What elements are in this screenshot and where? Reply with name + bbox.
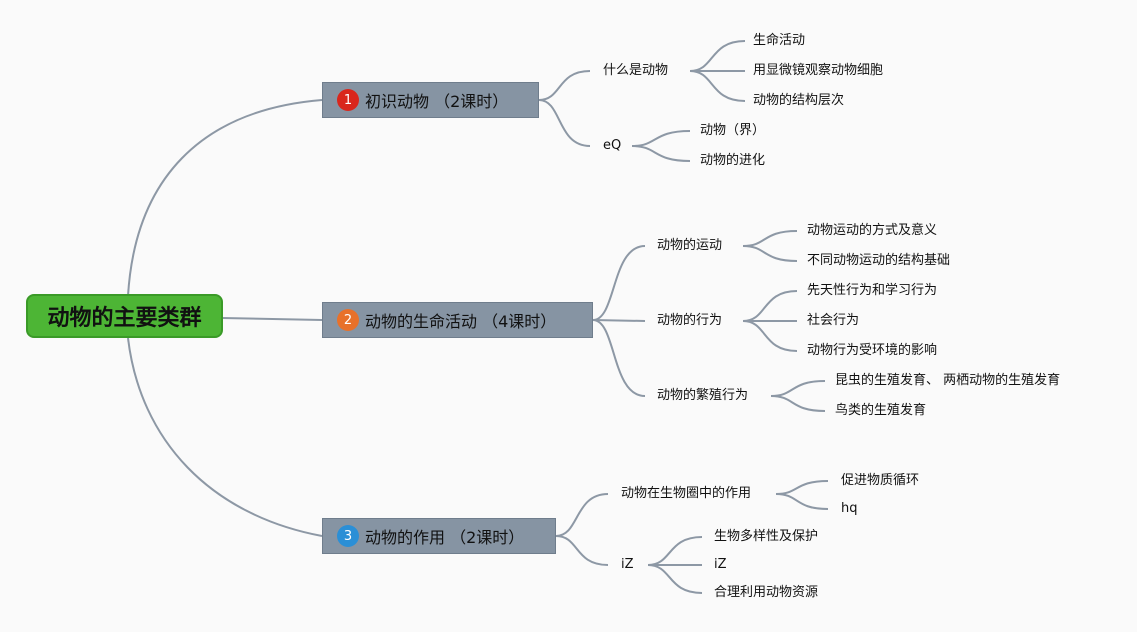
- root-connector-1: [127, 99, 323, 297]
- leaf-1-2-1[interactable]: 动物（界）: [700, 123, 766, 138]
- leaf-3-2-3[interactable]: 合理利用动物资源: [714, 585, 819, 600]
- connector-1-2: [538, 99, 591, 147]
- leaf-2-2-1[interactable]: 先天性行为和学习行为: [807, 283, 938, 298]
- subtopic-1-1[interactable]: 什么是动物: [603, 63, 669, 78]
- connector-1-2-2: [631, 145, 691, 162]
- leaf-2-1-2[interactable]: 不同动物运动的结构基础: [807, 253, 951, 268]
- connector-3-1-1: [775, 480, 829, 495]
- root-connector-2: [221, 317, 323, 321]
- connector-2-3-1: [770, 380, 826, 397]
- leaf-3-2-2[interactable]: iZ: [714, 557, 727, 572]
- subtopic-2-3[interactable]: 动物的繁殖行为: [657, 388, 749, 403]
- subtopic-2-1[interactable]: 动物的运动: [657, 238, 723, 253]
- number-badge-2: 2: [337, 309, 359, 331]
- number-badge-1: 1: [337, 89, 359, 111]
- leaf-1-1-3[interactable]: 动物的结构层次: [753, 93, 845, 108]
- root-connector-3: [127, 337, 323, 537]
- leaf-2-2-2[interactable]: 社会行为: [807, 313, 860, 328]
- connector-2-2-1: [742, 290, 798, 322]
- topic-3-label: 动物的作用 （2课时）: [365, 528, 525, 547]
- topic-2[interactable]: 2 动物的生命活动 （4课时）: [322, 302, 593, 338]
- connector-3-2-3: [647, 564, 703, 594]
- number-badge-3: 3: [337, 525, 359, 547]
- connector-2-3-2: [770, 395, 826, 412]
- leaf-2-1-1[interactable]: 动物运动的方式及意义: [807, 223, 938, 238]
- connector-2-1-1: [742, 230, 798, 247]
- leaf-3-1-2[interactable]: hq: [841, 501, 858, 516]
- connector-3-2: [555, 535, 609, 566]
- connector-2-1: [592, 245, 646, 321]
- connector-1-2-1: [631, 130, 691, 147]
- connector-3-1-2: [775, 493, 829, 510]
- leaf-3-1-1[interactable]: 促进物质循环: [841, 473, 920, 488]
- leaf-2-2-3[interactable]: 动物行为受环境的影响: [807, 343, 938, 358]
- connector-2-3: [592, 319, 646, 397]
- connector-1-1: [538, 70, 591, 101]
- connector-1-1-1: [689, 40, 746, 72]
- connector-2-1-2: [742, 245, 798, 262]
- connector-2-2-3: [742, 320, 798, 352]
- connector-2-2: [592, 319, 646, 322]
- topic-2-label: 动物的生命活动 （4课时）: [365, 312, 557, 331]
- topic-3[interactable]: 3 动物的作用 （2课时）: [322, 518, 556, 554]
- connector-1-1-3: [689, 70, 746, 102]
- subtopic-3-2[interactable]: iZ: [621, 557, 634, 572]
- topic-1-label: 初识动物 （2课时）: [365, 92, 509, 111]
- leaf-2-3-1[interactable]: 昆虫的生殖发育、 两栖动物的生殖发育: [835, 373, 1061, 388]
- connector-3-1: [555, 493, 609, 537]
- subtopic-2-2[interactable]: 动物的行为: [657, 313, 723, 328]
- subtopic-3-1[interactable]: 动物在生物圈中的作用: [621, 486, 752, 501]
- leaf-1-2-2[interactable]: 动物的进化: [700, 153, 766, 168]
- subtopic-1-2[interactable]: eQ: [603, 138, 622, 153]
- connector-3-2-1: [647, 536, 703, 566]
- leaf-1-1-2[interactable]: 用显微镜观察动物细胞: [753, 63, 884, 78]
- topic-1[interactable]: 1 初识动物 （2课时）: [322, 82, 539, 118]
- leaf-3-2-1[interactable]: 生物多样性及保护: [714, 529, 819, 544]
- leaf-1-1-1[interactable]: 生命活动: [753, 33, 806, 48]
- root-topic[interactable]: 动物的主要类群: [26, 294, 223, 338]
- leaf-2-3-2[interactable]: 鸟类的生殖发育: [835, 403, 927, 418]
